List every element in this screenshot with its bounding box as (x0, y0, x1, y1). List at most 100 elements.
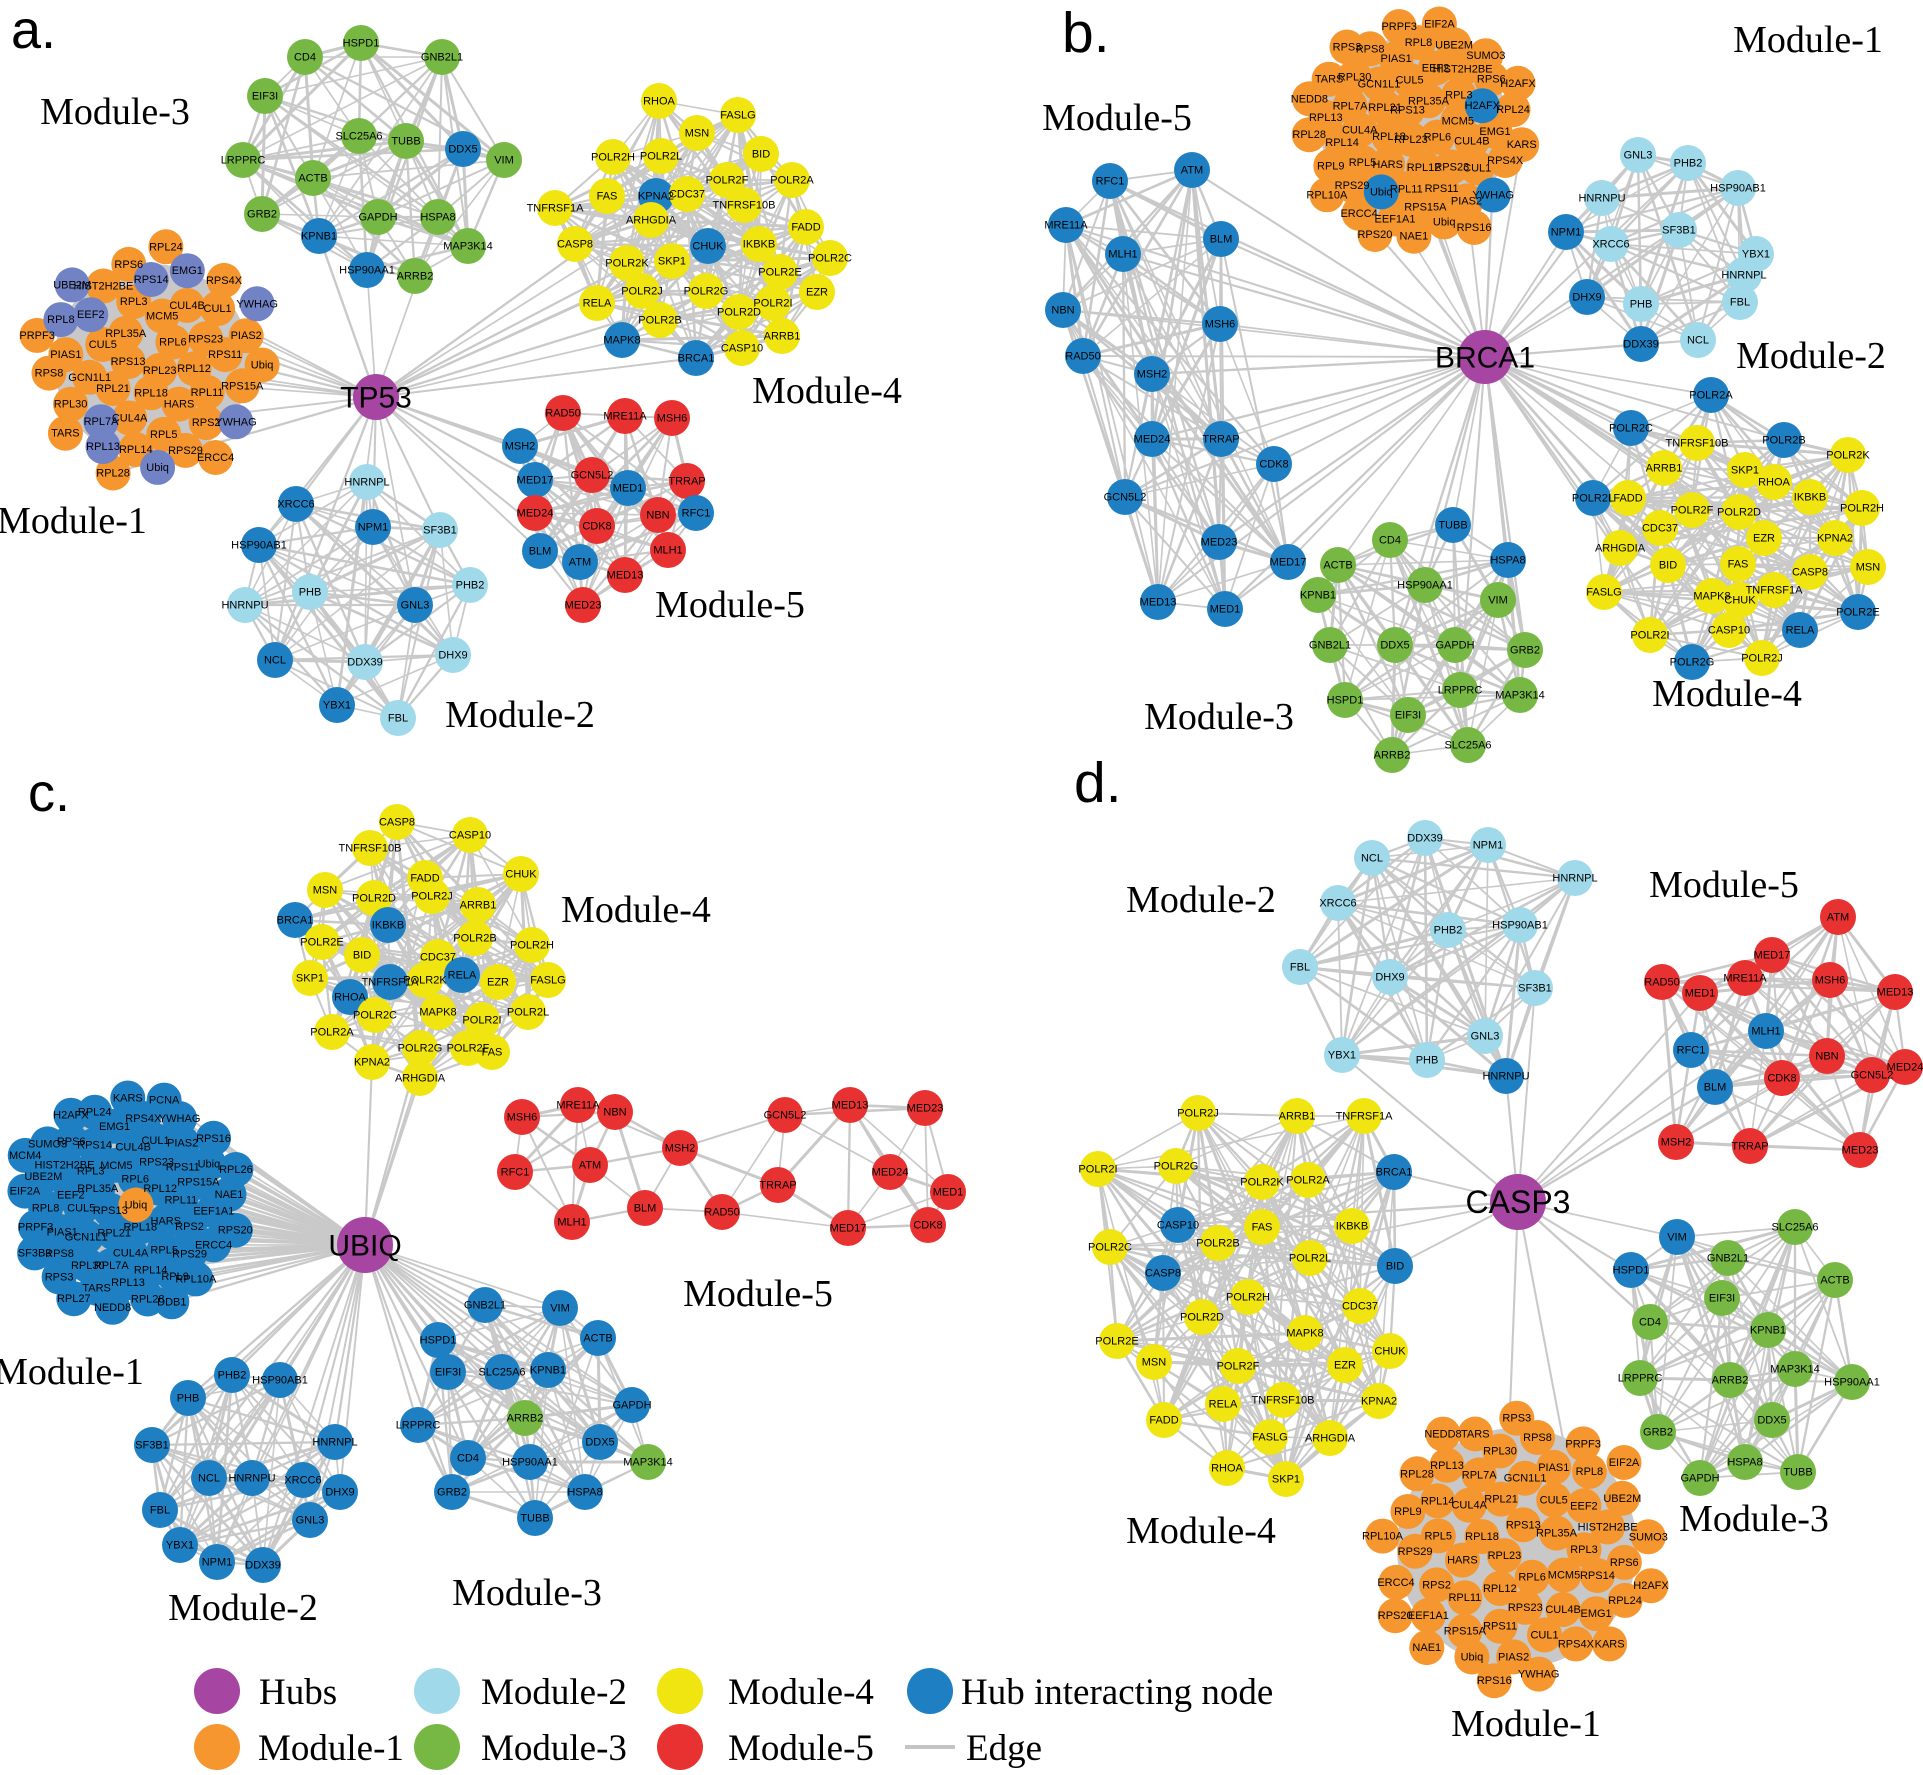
svg-text:FASLG: FASLG (1252, 1432, 1287, 1444)
svg-text:POLR2F: POLR2F (706, 175, 749, 187)
svg-text:BLM: BLM (529, 546, 552, 558)
svg-text:SF3B1: SF3B1 (1662, 225, 1696, 237)
svg-text:VIM: VIM (494, 155, 514, 167)
svg-text:MED17: MED17 (1754, 950, 1791, 962)
svg-text:RPL28: RPL28 (1400, 1468, 1434, 1480)
svg-text:KPNB1: KPNB1 (1300, 590, 1336, 602)
svg-text:CASP10: CASP10 (1708, 625, 1750, 637)
svg-text:POLR2L: POLR2L (1289, 1253, 1331, 1265)
svg-text:EZR: EZR (487, 977, 509, 989)
svg-text:CDC37: CDC37 (1642, 523, 1678, 535)
svg-text:Module-1: Module-1 (258, 1728, 404, 1769)
svg-text:GCN5L2: GCN5L2 (571, 470, 614, 482)
svg-text:MED23: MED23 (907, 1103, 944, 1115)
svg-text:POLR2H: POLR2H (510, 940, 554, 952)
svg-text:PHB: PHB (177, 1393, 200, 1405)
svg-text:Module-5: Module-5 (655, 584, 805, 626)
svg-text:MLH1: MLH1 (1751, 1026, 1780, 1038)
svg-text:RPS16: RPS16 (196, 1133, 231, 1145)
svg-text:a.: a. (11, 0, 56, 60)
svg-text:EZR: EZR (1753, 533, 1775, 545)
svg-text:FBL: FBL (388, 713, 408, 725)
svg-text:DDX39: DDX39 (347, 657, 382, 669)
svg-text:TUBB: TUBB (391, 136, 420, 148)
svg-text:EIF2A: EIF2A (1609, 1457, 1640, 1469)
svg-text:VIM: VIM (1667, 1232, 1687, 1244)
svg-text:MCM5: MCM5 (1442, 115, 1474, 127)
svg-text:RPL6: RPL6 (1518, 1572, 1546, 1584)
svg-text:EEF2: EEF2 (1422, 63, 1450, 75)
svg-text:BLM: BLM (1210, 234, 1233, 246)
svg-text:DHX9: DHX9 (325, 1487, 354, 1499)
svg-text:CDK8: CDK8 (913, 1220, 942, 1232)
svg-text:RPS11: RPS11 (1425, 183, 1459, 195)
svg-text:SKP1: SKP1 (296, 973, 324, 985)
svg-text:ACTB: ACTB (1820, 1275, 1849, 1287)
svg-text:TARS: TARS (82, 1283, 111, 1295)
svg-text:RPS23: RPS23 (139, 1157, 174, 1169)
svg-text:DDB1: DDB1 (157, 1296, 186, 1308)
svg-text:SKP1: SKP1 (658, 256, 686, 268)
svg-text:EMG1: EMG1 (1581, 1608, 1612, 1620)
svg-text:CD4: CD4 (1639, 1317, 1661, 1329)
svg-text:BID: BID (353, 950, 371, 962)
svg-text:RPS29: RPS29 (168, 445, 203, 457)
svg-text:POLR2K: POLR2K (605, 258, 649, 270)
svg-text:EIF2A: EIF2A (1424, 19, 1455, 31)
svg-text:POLR2F: POLR2F (1671, 505, 1714, 517)
svg-text:CDC37: CDC37 (1342, 1301, 1378, 1313)
svg-text:CUL1: CUL1 (1530, 1629, 1558, 1641)
svg-text:POLR2J: POLR2J (621, 286, 663, 298)
svg-text:RPL14: RPL14 (134, 1265, 168, 1277)
svg-text:CASP10: CASP10 (1157, 1220, 1199, 1232)
svg-text:RPL12: RPL12 (1483, 1583, 1517, 1595)
svg-text:ERCC4: ERCC4 (197, 452, 234, 464)
svg-text:MCM4: MCM4 (9, 1150, 41, 1162)
svg-text:YWHAG: YWHAG (215, 416, 257, 428)
svg-text:RPL21: RPL21 (96, 383, 130, 395)
svg-text:RPL13: RPL13 (86, 441, 120, 453)
svg-text:GNL3: GNL3 (1624, 150, 1653, 162)
svg-text:UBIQ: UBIQ (328, 1230, 401, 1263)
svg-text:FADD: FADD (791, 222, 820, 234)
svg-text:SKP1: SKP1 (1272, 1474, 1300, 1486)
svg-text:RAD50: RAD50 (704, 1207, 739, 1219)
svg-text:POLR2G: POLR2G (1670, 657, 1715, 669)
svg-text:RPL18: RPL18 (1465, 1531, 1499, 1543)
svg-text:RPL11: RPL11 (1390, 183, 1423, 195)
svg-text:POLR2K: POLR2K (1240, 1177, 1284, 1189)
svg-text:GNB2L1: GNB2L1 (1707, 1253, 1749, 1265)
svg-text:KPNA2: KPNA2 (1361, 1396, 1397, 1408)
svg-text:GAPDH: GAPDH (358, 212, 397, 224)
svg-text:Ubiq: Ubiq (125, 1200, 148, 1212)
svg-text:MAP3K14: MAP3K14 (623, 1457, 673, 1469)
svg-text:FASLG: FASLG (1586, 587, 1621, 599)
svg-text:POLR2F: POLR2F (447, 1043, 490, 1055)
svg-text:RPS11: RPS11 (1483, 1621, 1517, 1633)
svg-text:CHUK: CHUK (1724, 595, 1756, 607)
svg-text:Module-5: Module-5 (728, 1728, 874, 1769)
svg-text:MED1: MED1 (1210, 604, 1241, 616)
svg-text:RPL14: RPL14 (119, 444, 153, 456)
svg-text:CUL1: CUL1 (141, 1135, 169, 1147)
svg-text:UBE2M: UBE2M (1603, 1493, 1641, 1505)
svg-text:HSPA8: HSPA8 (567, 1487, 602, 1499)
svg-text:RPL13: RPL13 (111, 1277, 145, 1289)
svg-text:EIF3I: EIF3I (1709, 1293, 1735, 1305)
svg-text:NEDD8: NEDD8 (94, 1302, 131, 1314)
svg-text:TUBB: TUBB (1438, 520, 1467, 532)
svg-text:MAPK8: MAPK8 (1286, 1328, 1323, 1340)
svg-text:PIAS2: PIAS2 (1451, 195, 1482, 207)
svg-text:KPNB1: KPNB1 (530, 1365, 566, 1377)
svg-text:TNFRSF1A: TNFRSF1A (1746, 585, 1804, 597)
svg-text:RPL30: RPL30 (54, 399, 88, 411)
svg-text:POLR2G: POLR2G (1154, 1161, 1199, 1173)
svg-text:DDX5: DDX5 (1380, 640, 1409, 652)
svg-text:Module-4: Module-4 (728, 1672, 874, 1713)
svg-text:HSP90AA1: HSP90AA1 (1824, 1377, 1880, 1389)
svg-text:POLR2A: POLR2A (770, 175, 814, 187)
svg-text:POLR2A: POLR2A (1689, 390, 1733, 402)
svg-text:FADD: FADD (1149, 1415, 1178, 1427)
svg-text:GRB2: GRB2 (1643, 1427, 1673, 1439)
svg-text:RPL5: RPL5 (1349, 157, 1377, 169)
